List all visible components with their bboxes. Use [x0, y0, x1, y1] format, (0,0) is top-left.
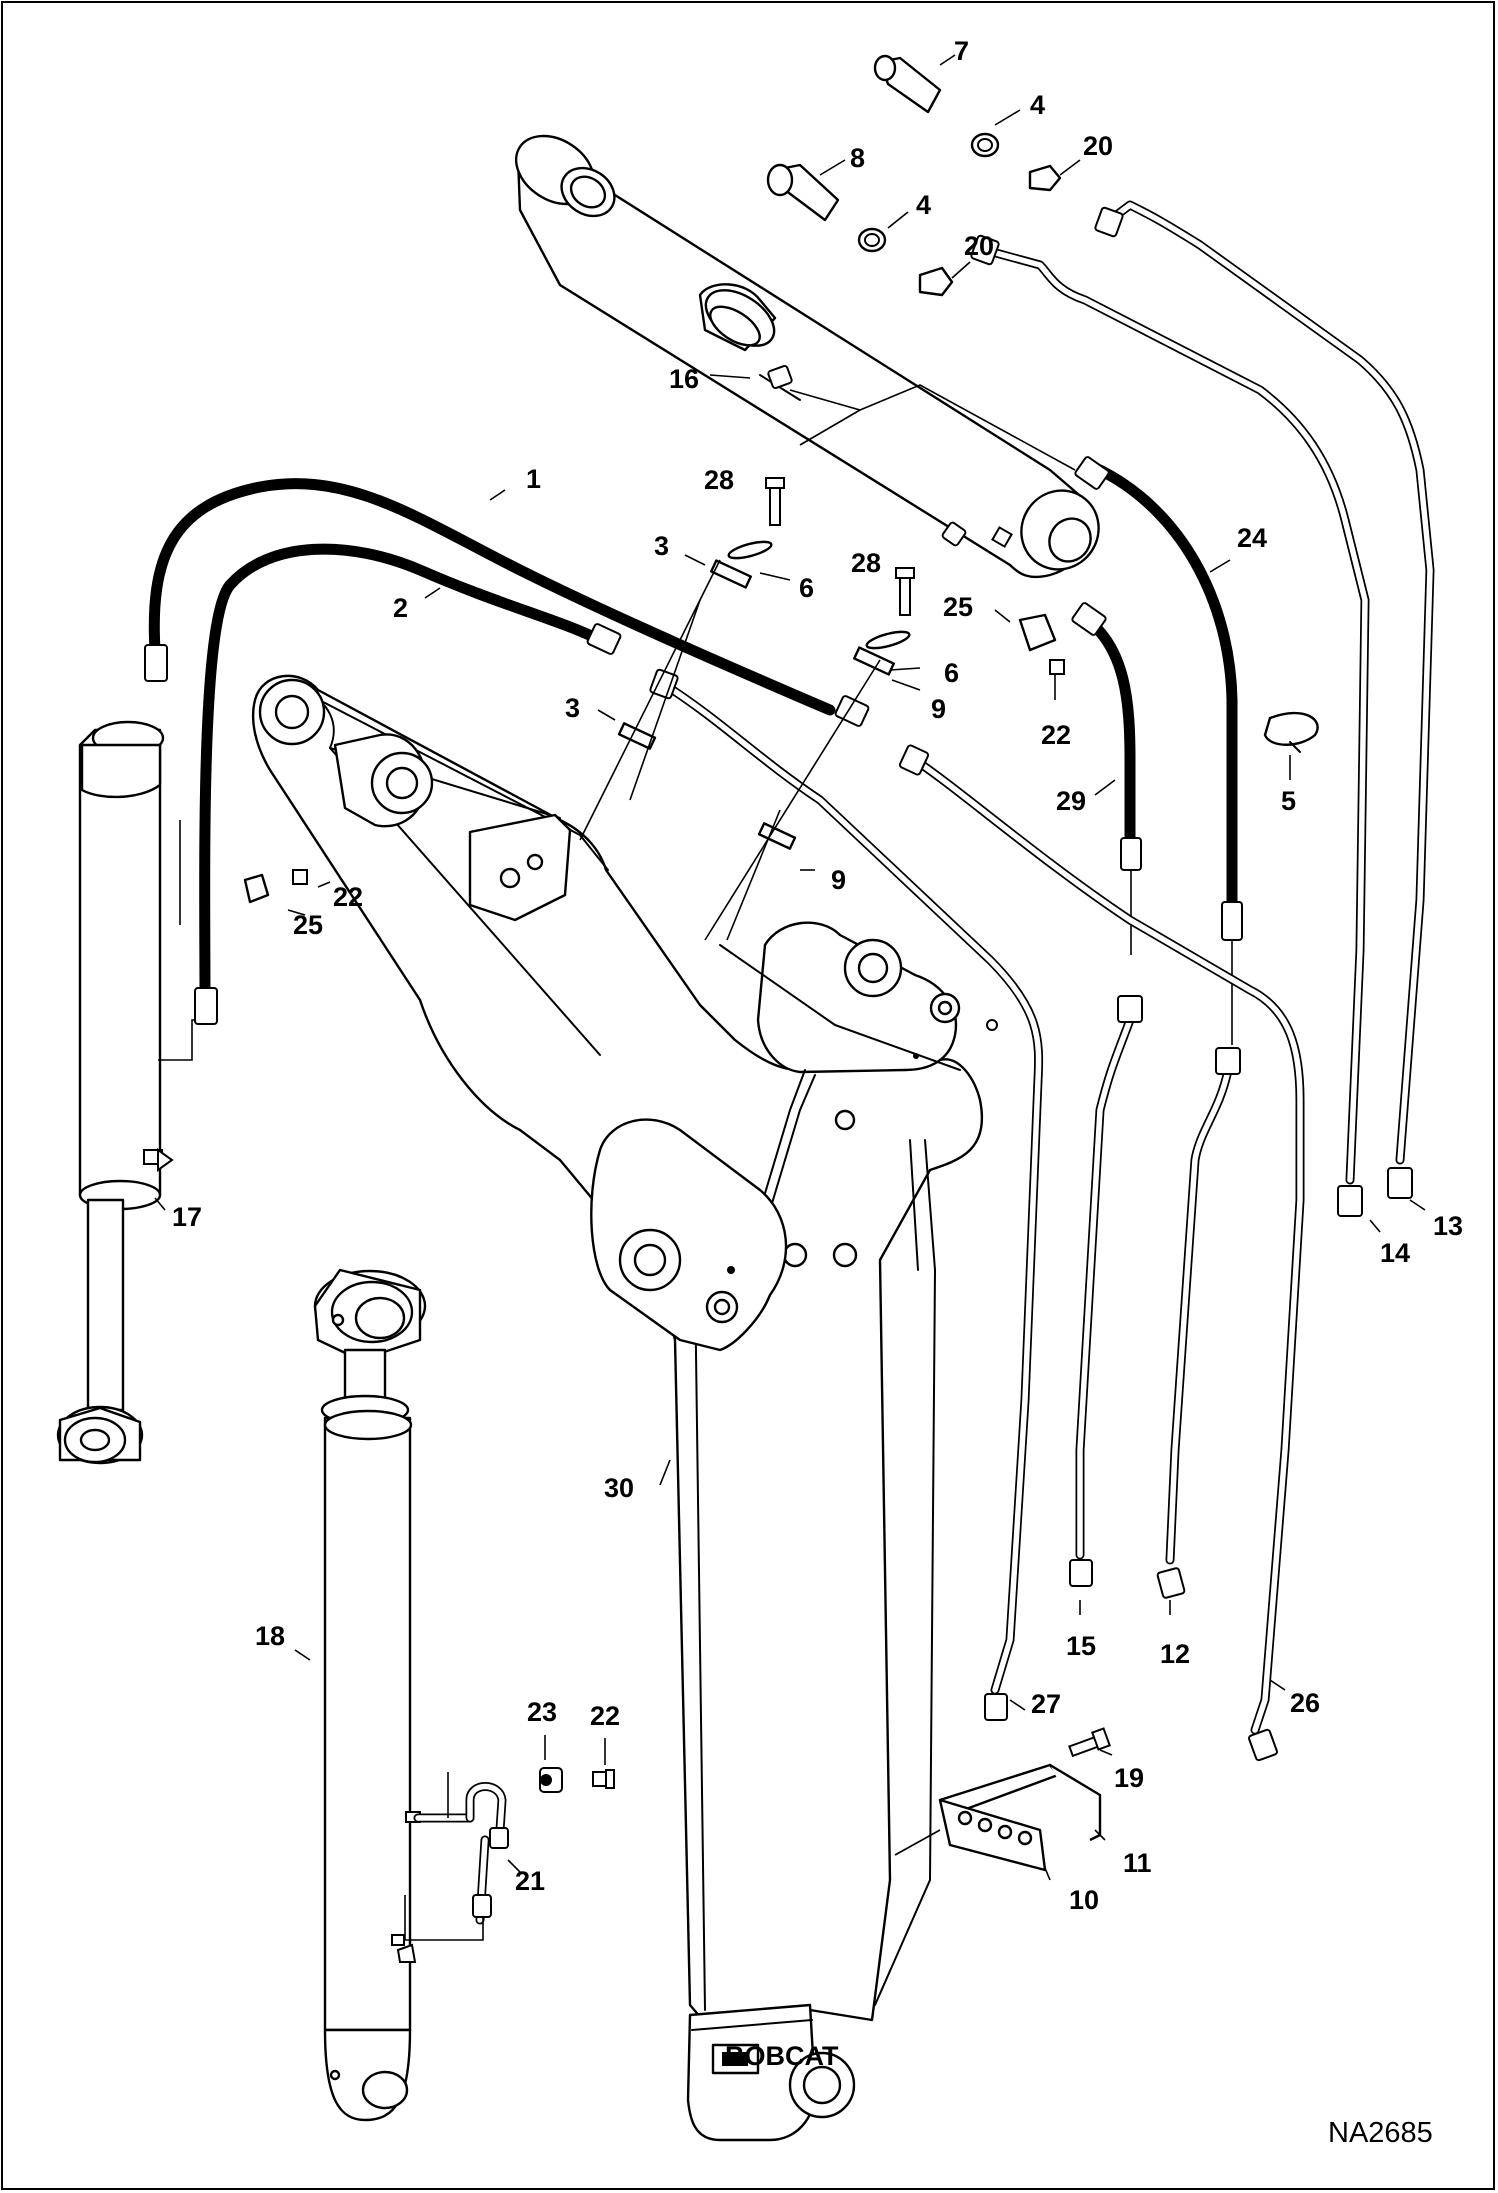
fittings-top — [766, 54, 1062, 297]
callout-25b: 25 — [293, 910, 323, 940]
hoses — [144, 456, 1243, 1045]
callout-28b: 28 — [851, 548, 881, 578]
callout-22c: 22 — [590, 1701, 620, 1731]
callout-23: 23 — [527, 1697, 557, 1727]
callout-1: 1 — [526, 464, 541, 494]
callout-3b: 3 — [565, 693, 580, 723]
callout-3a: 3 — [654, 531, 669, 561]
cylinder-17 — [56, 720, 208, 1465]
callout-29: 29 — [1056, 786, 1086, 816]
callout-11: 11 — [1123, 1848, 1152, 1878]
cylinder-18 — [313, 1268, 615, 2122]
callout-21: 21 — [515, 1866, 545, 1896]
callout-12: 12 — [1160, 1639, 1190, 1669]
callout-27: 27 — [1031, 1689, 1061, 1719]
callout-13: 13 — [1433, 1211, 1463, 1241]
callout-5: 5 — [1281, 786, 1296, 816]
callout-22a: 22 — [333, 882, 363, 912]
callout-9a: 9 — [931, 694, 946, 724]
callout-9b: 9 — [831, 865, 846, 895]
arm-assembly: BOBCAT — [251, 674, 998, 2142]
callout-4a: 4 — [1030, 90, 1045, 120]
callout-22b: 22 — [1041, 720, 1071, 750]
callout-10: 10 — [1069, 1885, 1099, 1915]
callout-28a: 28 — [704, 465, 734, 495]
drawing-code: NA2685 — [1328, 2117, 1433, 2149]
callout-14: 14 — [1380, 1238, 1410, 1268]
callout-24: 24 — [1237, 523, 1267, 553]
callout-15: 15 — [1066, 1631, 1096, 1661]
callout-25a: 25 — [943, 592, 973, 622]
svg-text:BOBCAT: BOBCAT — [725, 2041, 839, 2071]
callout-19: 19 — [1114, 1763, 1144, 1793]
callout-17: 17 — [172, 1202, 202, 1232]
callout-labels: 1 2 3 3 4 4 5 6 6 7 8 9 9 10 11 12 13 14… — [172, 36, 1463, 1915]
callout-4b: 4 — [916, 190, 931, 220]
cylinder-upper — [514, 134, 1100, 579]
callout-6a: 6 — [799, 573, 814, 603]
callout-2: 2 — [393, 593, 408, 623]
callout-26: 26 — [1290, 1688, 1320, 1718]
callout-20b: 20 — [964, 231, 994, 261]
callout-16: 16 — [669, 364, 699, 394]
callout-30: 30 — [604, 1473, 634, 1503]
callout-6b: 6 — [944, 658, 959, 688]
callout-18: 18 — [255, 1621, 285, 1651]
tubes — [649, 200, 1435, 1762]
callout-20a: 20 — [1083, 131, 1113, 161]
leader-lines — [154, 54, 1426, 1881]
callout-8: 8 — [850, 143, 865, 173]
callout-7: 7 — [954, 36, 969, 66]
